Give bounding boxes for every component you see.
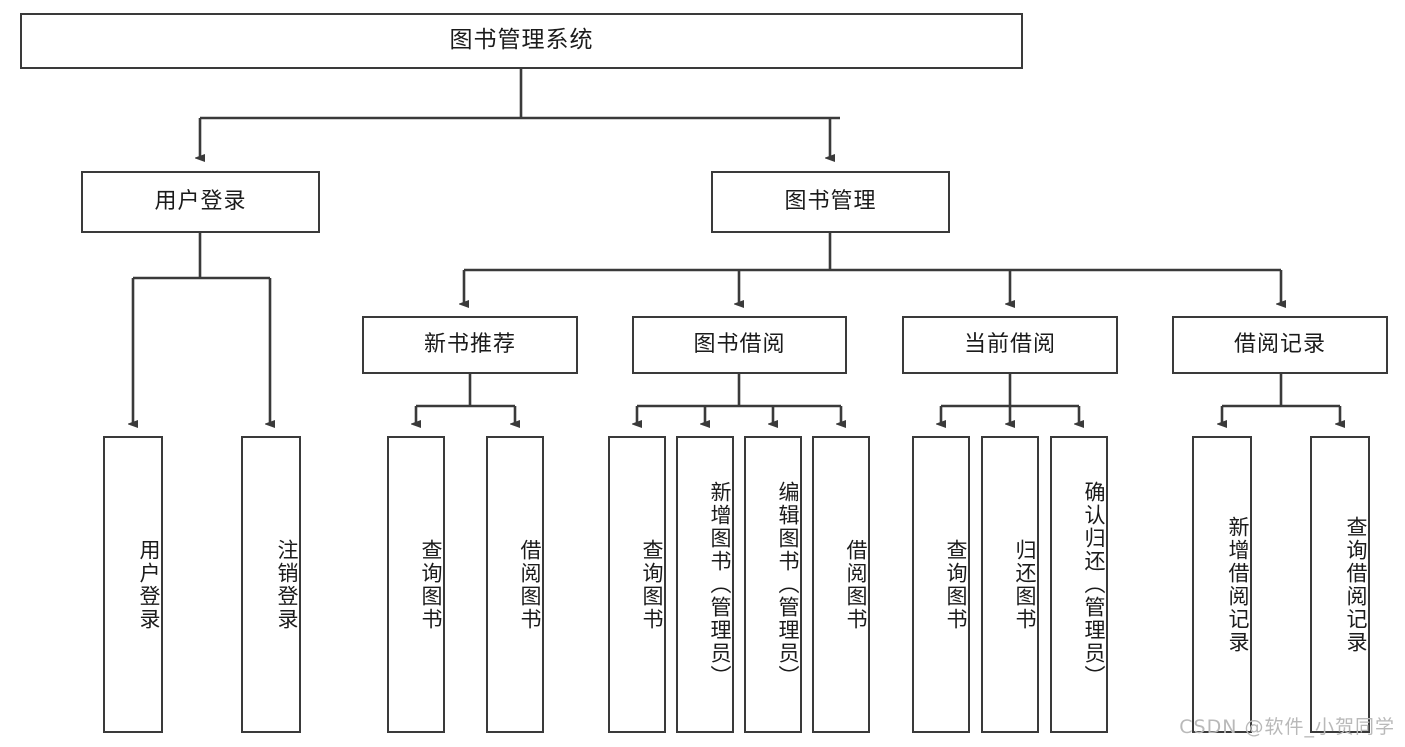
- node-current-borrow[interactable]: 当前借阅: [902, 316, 1118, 374]
- leaf-currentborrow-return-book[interactable]: 归还图书: [981, 436, 1039, 733]
- node-book-manage[interactable]: 图书管理: [711, 171, 950, 233]
- node-book-borrow[interactable]: 图书借阅: [632, 316, 847, 374]
- leaf-user-login[interactable]: 用户登录: [103, 436, 163, 733]
- watermark: CSDN @软件_小贺同学: [1179, 716, 1395, 738]
- leaf-newbook-query-book[interactable]: 查询图书: [387, 436, 445, 733]
- leaf-borrowrecord-query-record[interactable]: 查询借阅记录: [1310, 436, 1370, 733]
- leaf-newbook-borrow-book[interactable]: 借阅图书: [486, 436, 544, 733]
- leaf-label: 借阅图书: [518, 538, 542, 631]
- leaf-label: 用户登录: [137, 538, 161, 631]
- leaf-label: 查询图书: [419, 538, 443, 631]
- leaf-label: 新增借阅记录: [1226, 515, 1250, 654]
- leaf-bookborrow-borrow-book[interactable]: 借阅图书: [812, 436, 870, 733]
- leaf-label: 借阅图书: [844, 538, 868, 631]
- leaf-label: 注销登录: [275, 538, 299, 631]
- leaf-borrowrecord-add-record[interactable]: 新增借阅记录: [1192, 436, 1252, 733]
- node-root[interactable]: 图书管理系统: [20, 13, 1023, 69]
- leaf-label: 新增图书（管理员）: [708, 481, 732, 688]
- leaf-label: 查询图书: [944, 538, 968, 631]
- leaf-bookborrow-add-book-admin[interactable]: 新增图书（管理员）: [676, 436, 734, 733]
- leaf-currentborrow-confirm-return-admin[interactable]: 确认归还（管理员）: [1050, 436, 1108, 733]
- leaf-logout[interactable]: 注销登录: [241, 436, 301, 733]
- leaf-label: 查询图书: [640, 538, 664, 631]
- leaf-label: 编辑图书（管理员）: [776, 481, 800, 688]
- node-user-login[interactable]: 用户登录: [81, 171, 320, 233]
- node-new-book-recommend[interactable]: 新书推荐: [362, 316, 578, 374]
- leaf-bookborrow-query-book[interactable]: 查询图书: [608, 436, 666, 733]
- node-borrow-record[interactable]: 借阅记录: [1172, 316, 1388, 374]
- leaf-bookborrow-edit-book-admin[interactable]: 编辑图书（管理员）: [744, 436, 802, 733]
- leaf-label: 确认归还（管理员）: [1082, 481, 1106, 688]
- leaf-label: 归还图书: [1013, 538, 1037, 631]
- leaf-label: 查询借阅记录: [1344, 515, 1368, 654]
- leaf-currentborrow-query-book[interactable]: 查询图书: [912, 436, 970, 733]
